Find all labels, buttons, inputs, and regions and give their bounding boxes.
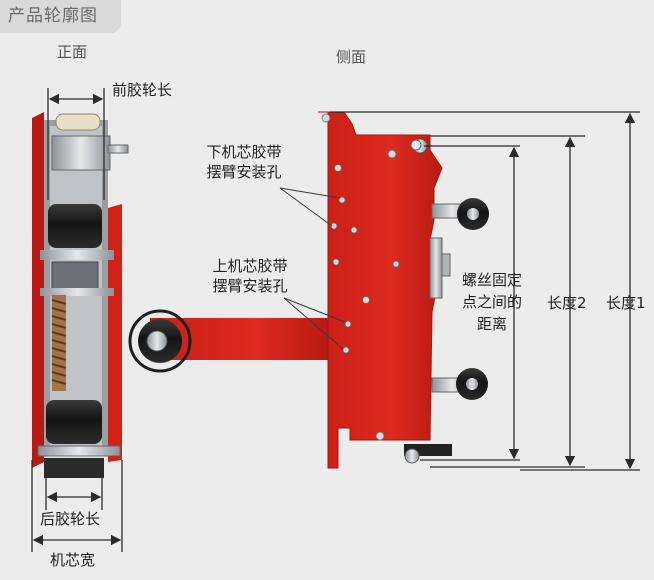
screw-distance-label-line3: 距离 xyxy=(476,315,507,333)
spring xyxy=(51,295,67,391)
screw-distance-label-line1: 螺丝固定 xyxy=(461,271,522,289)
side-view-title: 侧面 xyxy=(336,48,367,66)
side-view-machine xyxy=(128,111,489,469)
front-view-machine xyxy=(32,112,129,478)
upper-arm-holes-label-line2: 摆臂安装孔 xyxy=(212,277,288,295)
upper-arm-holes-label-line1: 上机芯胶带 xyxy=(212,257,288,275)
side-dimensions xyxy=(330,111,640,471)
length2-label: 长度2 xyxy=(547,294,587,312)
mid-right-parts xyxy=(429,237,451,299)
front-roller-length-label: 前胶轮长 xyxy=(112,81,173,99)
rear-roller-length-label: 后胶轮长 xyxy=(40,510,101,528)
core-width-label: 机芯宽 xyxy=(50,551,96,569)
lower-right-wheel xyxy=(431,368,488,400)
diagram-tag: 产品轮廓图 xyxy=(0,0,121,33)
hole-leader-lines xyxy=(279,187,346,350)
front-view-title: 正面 xyxy=(57,43,88,61)
lower-arm-holes-label-line2: 摆臂安装孔 xyxy=(206,163,282,181)
screw-distance-label-line2: 点之间的 xyxy=(461,293,522,311)
upper-right-wheel xyxy=(431,198,489,230)
length1-label: 长度1 xyxy=(606,294,646,312)
lower-arm-holes-label-line1: 下机芯胶带 xyxy=(206,143,282,161)
front-dimensions xyxy=(31,88,123,552)
plate-bolts xyxy=(321,113,400,441)
